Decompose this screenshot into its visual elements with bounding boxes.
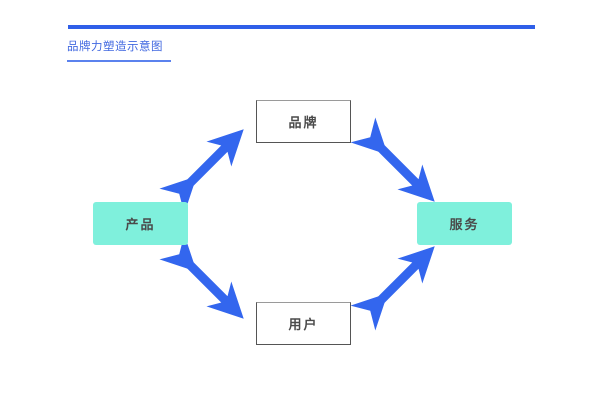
- diagram-node-brand-label: 品牌: [288, 116, 319, 131]
- connector-product-brand: [159, 129, 244, 214]
- diagram-node-product-label: 产品: [125, 218, 156, 233]
- connector-user-service: [350, 246, 435, 331]
- diagram-node-product[interactable]: 产品: [93, 202, 188, 245]
- diagram-node-brand[interactable]: 品牌: [256, 100, 351, 143]
- header-rule-bottom: [67, 60, 171, 62]
- diagram-node-service[interactable]: 服务: [417, 202, 512, 245]
- diagram-node-user[interactable]: 用户: [256, 302, 351, 345]
- diagram-node-service-label: 服务: [449, 218, 480, 233]
- header-rule-top: [68, 25, 535, 29]
- connector-brand-service: [350, 117, 435, 202]
- connector-product-user: [159, 234, 244, 319]
- diagram-node-user-label: 用户: [288, 318, 319, 333]
- page-title: 品牌力塑造示意图: [67, 39, 163, 53]
